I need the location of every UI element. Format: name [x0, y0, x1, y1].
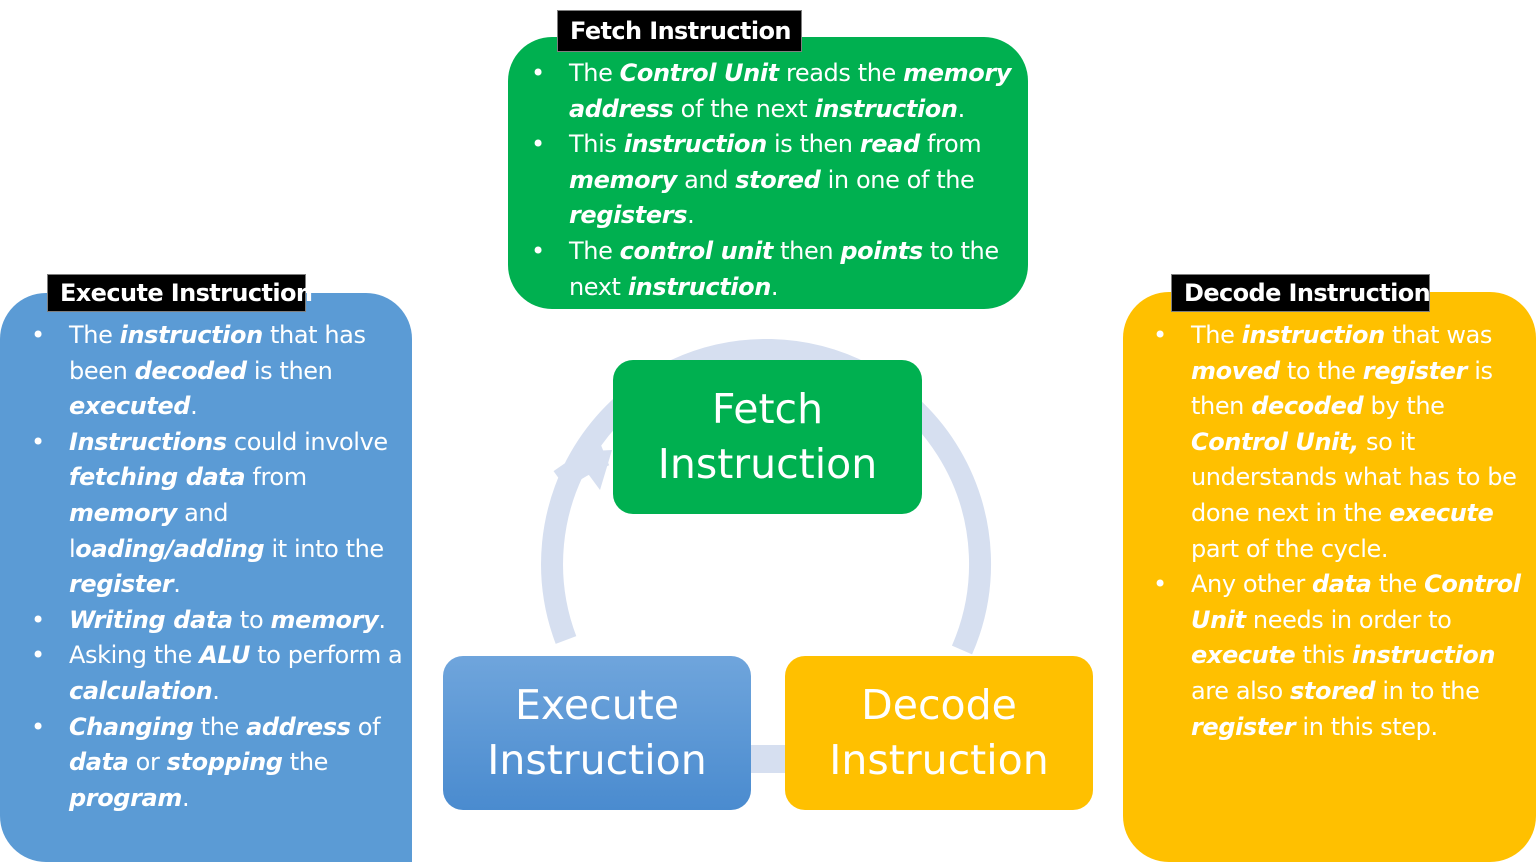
bullet-item: Instructions could involve fetching data… — [31, 425, 404, 603]
bullet-item: This instruction is then read from memor… — [531, 127, 1018, 234]
bullet-item: The control unit then points to the next… — [531, 234, 1018, 305]
fetch-node-line2: Instruction — [657, 440, 878, 488]
emphasis-term: stored — [1290, 676, 1376, 705]
execute-node-line1: Execute — [515, 681, 679, 729]
decode-description-panel: The instruction that was moved to the re… — [1123, 292, 1536, 862]
emphasis-term: stored — [735, 165, 821, 194]
decode-cycle-node: Decode Instruction — [785, 656, 1093, 810]
emphasis-term: Control Unit — [619, 59, 779, 87]
emphasis-term: Control Unit, — [1191, 427, 1359, 456]
emphasis-term: Writing data — [69, 605, 233, 634]
emphasis-term: executed — [69, 392, 191, 421]
emphasis-term: decoded — [134, 356, 247, 385]
emphasis-term: instruction — [627, 272, 771, 301]
emphasis-term: register — [69, 570, 174, 599]
emphasis-term: instruction — [623, 130, 767, 159]
emphasis-term: Instructions — [69, 427, 227, 456]
fetch-bullet-list: The Control Unit reads the memory addres… — [531, 56, 1018, 305]
emphasis-term: fetching data — [69, 463, 246, 492]
emphasis-term: register — [1191, 712, 1296, 741]
emphasis-term: instruction — [119, 321, 263, 349]
execute-panel-tag: Execute Instruction — [47, 274, 313, 312]
emphasis-term: execute — [1389, 498, 1494, 527]
emphasis-term: memory — [270, 605, 379, 634]
fetch-cycle-node: Fetch Instruction — [613, 360, 922, 514]
bullet-item: Asking the ALU to perform a calculation. — [31, 638, 404, 709]
execute-description-panel: The instruction that has been decoded is… — [0, 293, 412, 862]
emphasis-term: read — [859, 130, 920, 159]
decode-node-line1: Decode — [861, 681, 1017, 729]
emphasis-term: memory address — [569, 59, 1012, 123]
execute-bullet-list: The instruction that has been decoded is… — [31, 318, 404, 816]
emphasis-term: register — [1362, 356, 1468, 385]
fetch-panel-tag: Fetch Instruction — [557, 10, 802, 52]
execute-cycle-node: Execute Instruction — [443, 656, 751, 810]
emphasis-term: Control Unit — [1191, 570, 1521, 634]
emphasis-term: oading/adding — [75, 534, 265, 563]
decode-panel-tag: Decode Instruction — [1171, 274, 1431, 312]
emphasis-term: memory — [69, 498, 177, 527]
bullet-item: The instruction that has been decoded is… — [31, 318, 404, 425]
emphasis-term: instruction — [1351, 641, 1496, 670]
emphasis-term: registers — [569, 201, 688, 230]
emphasis-term: moved — [1191, 356, 1280, 385]
bullet-item: Writing data to memory. — [31, 603, 404, 639]
emphasis-term: instruction — [814, 94, 958, 123]
fetch-node-line1: Fetch — [711, 385, 824, 433]
emphasis-term: instruction — [1241, 321, 1385, 349]
bullet-item: The Control Unit reads the memory addres… — [531, 56, 1018, 127]
emphasis-term: ALU — [199, 641, 251, 670]
execute-node-line2: Instruction — [487, 736, 707, 784]
fetch-description-panel: The Control Unit reads the memory addres… — [508, 37, 1028, 309]
emphasis-term: program — [69, 783, 182, 812]
emphasis-term: points — [840, 236, 923, 265]
bullet-item: The instruction that was moved to the re… — [1153, 318, 1532, 567]
bullet-item: Any other data the Control Unit needs in… — [1153, 567, 1532, 745]
decode-bullet-list: The instruction that was moved to the re… — [1153, 318, 1532, 745]
emphasis-term: data — [1312, 570, 1372, 599]
emphasis-term: calculation — [69, 676, 213, 705]
emphasis-term: data — [69, 748, 129, 777]
emphasis-term: execute — [1191, 641, 1296, 670]
bullet-item: Changing the address of data or stopping… — [31, 710, 404, 817]
emphasis-term: decoded — [1251, 392, 1364, 421]
emphasis-term: memory — [569, 165, 677, 194]
emphasis-term: address — [246, 712, 351, 741]
emphasis-term: Changing — [69, 712, 194, 741]
decode-node-line2: Instruction — [829, 736, 1049, 784]
emphasis-term: control unit — [619, 236, 774, 265]
emphasis-term: stopping — [166, 748, 283, 777]
